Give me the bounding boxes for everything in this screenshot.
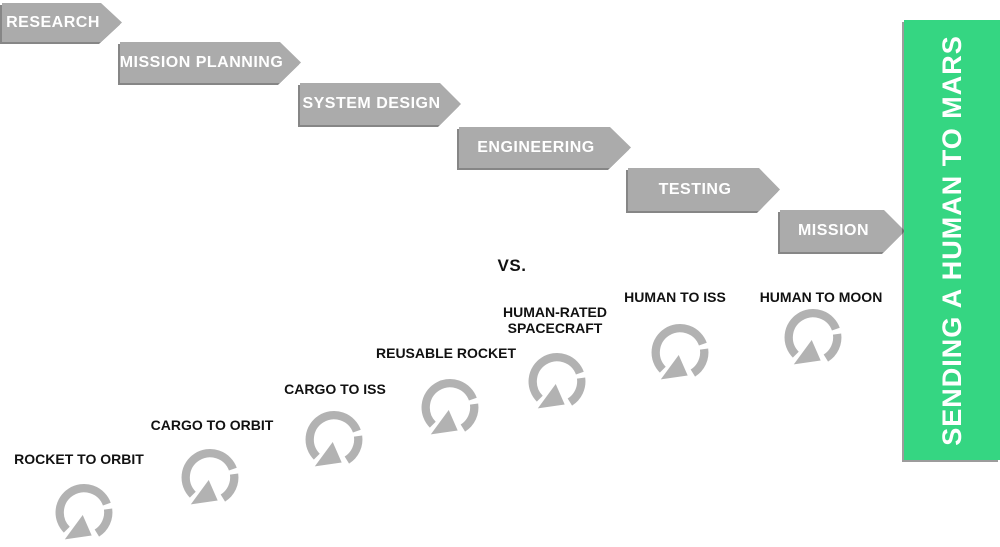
iteration-loop-icon	[525, 352, 589, 416]
iteration-loop-icon	[302, 410, 366, 474]
milestone-label: HUMAN TO MOON	[759, 289, 883, 305]
milestone-label: CARGO TO ORBIT	[150, 417, 274, 433]
waterfall-step-label: MISSION PLANNING	[119, 53, 284, 71]
milestone-label: HUMAN TO ISS	[624, 289, 726, 305]
milestone-label: HUMAN-RATED SPACECRAFT	[503, 304, 607, 336]
waterfall-step-system-design: SYSTEM DESIGN	[300, 83, 461, 125]
waterfall-step-mission-planning: MISSION PLANNING	[120, 42, 301, 83]
chevron-arrow-shape: SYSTEM DESIGN	[300, 83, 461, 125]
mars-banner-label: SENDING A HUMAN TO MARS	[936, 34, 967, 446]
chevron-arrow-shape: MISSION	[780, 210, 905, 252]
waterfall-step-label: ENGINEERING	[477, 138, 595, 156]
waterfall-step-label: SYSTEM DESIGN	[302, 95, 441, 112]
iteration-loop-icon	[648, 323, 712, 387]
waterfall-step-label: RESEARCH	[6, 13, 100, 31]
chevron-arrow-shape: MISSION PLANNING	[120, 42, 301, 83]
mars-banner: SENDING A HUMAN TO MARS	[904, 20, 1000, 460]
chevron-arrow-shape: ENGINEERING	[459, 127, 631, 168]
waterfall-step-research: RESEARCH	[2, 3, 122, 42]
milestone-label: ROCKET TO ORBIT	[14, 451, 144, 467]
iteration-loop-icon	[418, 378, 482, 442]
vs-label: VS.	[497, 256, 527, 275]
waterfall-step-engineering: ENGINEERING	[459, 127, 631, 168]
iteration-loop-icon	[178, 448, 242, 512]
milestone-label: CARGO TO ISS	[284, 381, 386, 397]
waterfall-step-label: MISSION	[797, 222, 870, 239]
chevron-arrow-shape: RESEARCH	[2, 3, 122, 42]
waterfall-step-label: TESTING	[658, 180, 732, 198]
iteration-loop-icon	[52, 483, 116, 547]
milestone-label: REUSABLE ROCKET	[375, 345, 517, 361]
chevron-arrow-shape: TESTING	[628, 168, 780, 211]
waterfall-step-mission: MISSION	[780, 210, 905, 252]
iteration-loop-icon	[781, 308, 845, 372]
waterfall-step-testing: TESTING	[628, 168, 780, 211]
